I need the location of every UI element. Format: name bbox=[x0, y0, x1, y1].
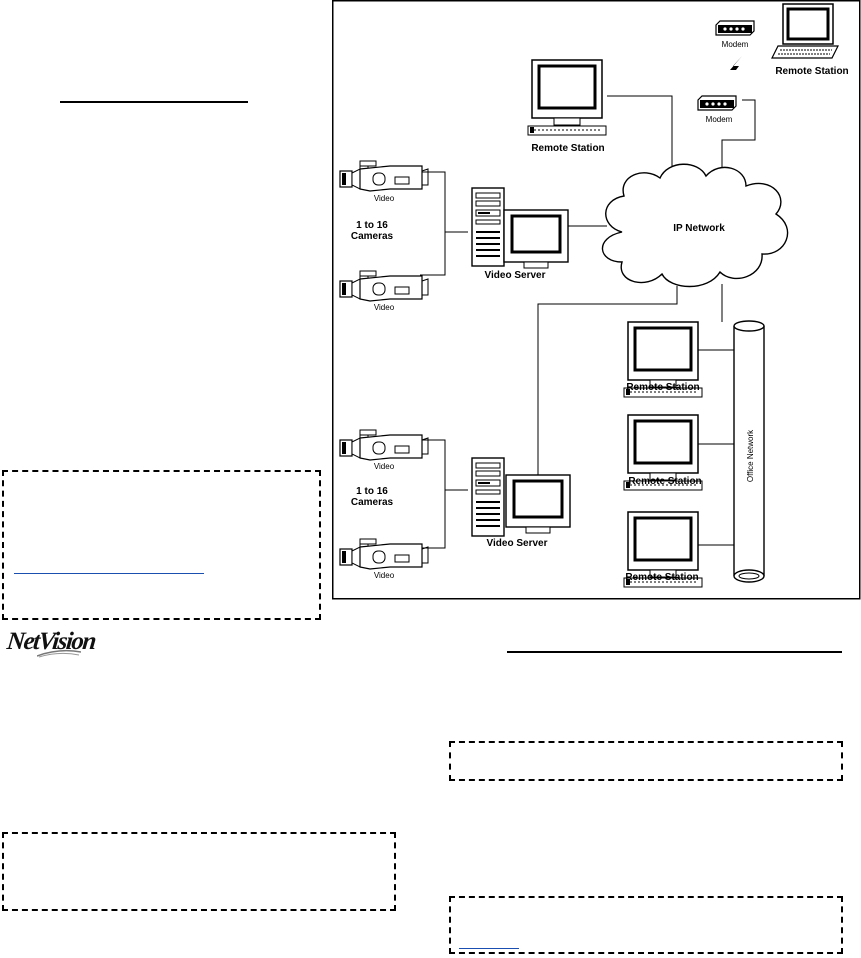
laptop-icon bbox=[771, 3, 839, 59]
video-label-1: Video bbox=[374, 194, 395, 203]
remote-station-top-label: Remote Station bbox=[531, 143, 604, 154]
info-box-left-bottom bbox=[2, 832, 396, 911]
remote-station-right-label-1: Remote Station bbox=[626, 382, 699, 393]
cameras-label-1: Cameras bbox=[351, 231, 394, 242]
info-box-right-bottom bbox=[449, 896, 843, 954]
video-label-3: Video bbox=[374, 462, 395, 471]
video-label-4: Video bbox=[374, 571, 395, 580]
heading-underline-left bbox=[60, 101, 248, 103]
video-server-label-2: Video Server bbox=[487, 538, 548, 549]
office-network-label: Office Network bbox=[746, 429, 755, 482]
link-underline-right[interactable] bbox=[459, 948, 519, 949]
remote-station-right-label-2: Remote Station bbox=[628, 476, 701, 487]
modem-bottom-label: Modem bbox=[706, 115, 733, 124]
ip-network-label: IP Network bbox=[673, 223, 725, 234]
cameras-label-2: Cameras bbox=[351, 497, 394, 508]
netvision-logo: NetVision bbox=[6, 628, 96, 662]
remote-station-laptop-label: Remote Station bbox=[775, 66, 848, 77]
info-box-left-top bbox=[2, 470, 321, 620]
office-network-pipe bbox=[733, 320, 765, 583]
heading-underline-right bbox=[507, 651, 842, 653]
link-underline[interactable] bbox=[14, 573, 204, 574]
remote-station-right-label-3: Remote Station bbox=[625, 572, 698, 583]
logo-swoosh-icon bbox=[37, 649, 81, 658]
video-server-label-1: Video Server bbox=[485, 270, 546, 281]
cameras-count-label-1: 1 to 16 bbox=[356, 220, 388, 231]
cameras-count-label-2: 1 to 16 bbox=[356, 486, 388, 497]
modem-top-label: Modem bbox=[722, 40, 749, 49]
ip-network-cloud bbox=[601, 163, 789, 288]
info-box-right-top bbox=[449, 741, 843, 781]
network-diagram: Modem Remote Station Modem Remote Statio… bbox=[332, 0, 861, 600]
connection-lines bbox=[420, 95, 756, 549]
video-label-2: Video bbox=[374, 303, 395, 312]
